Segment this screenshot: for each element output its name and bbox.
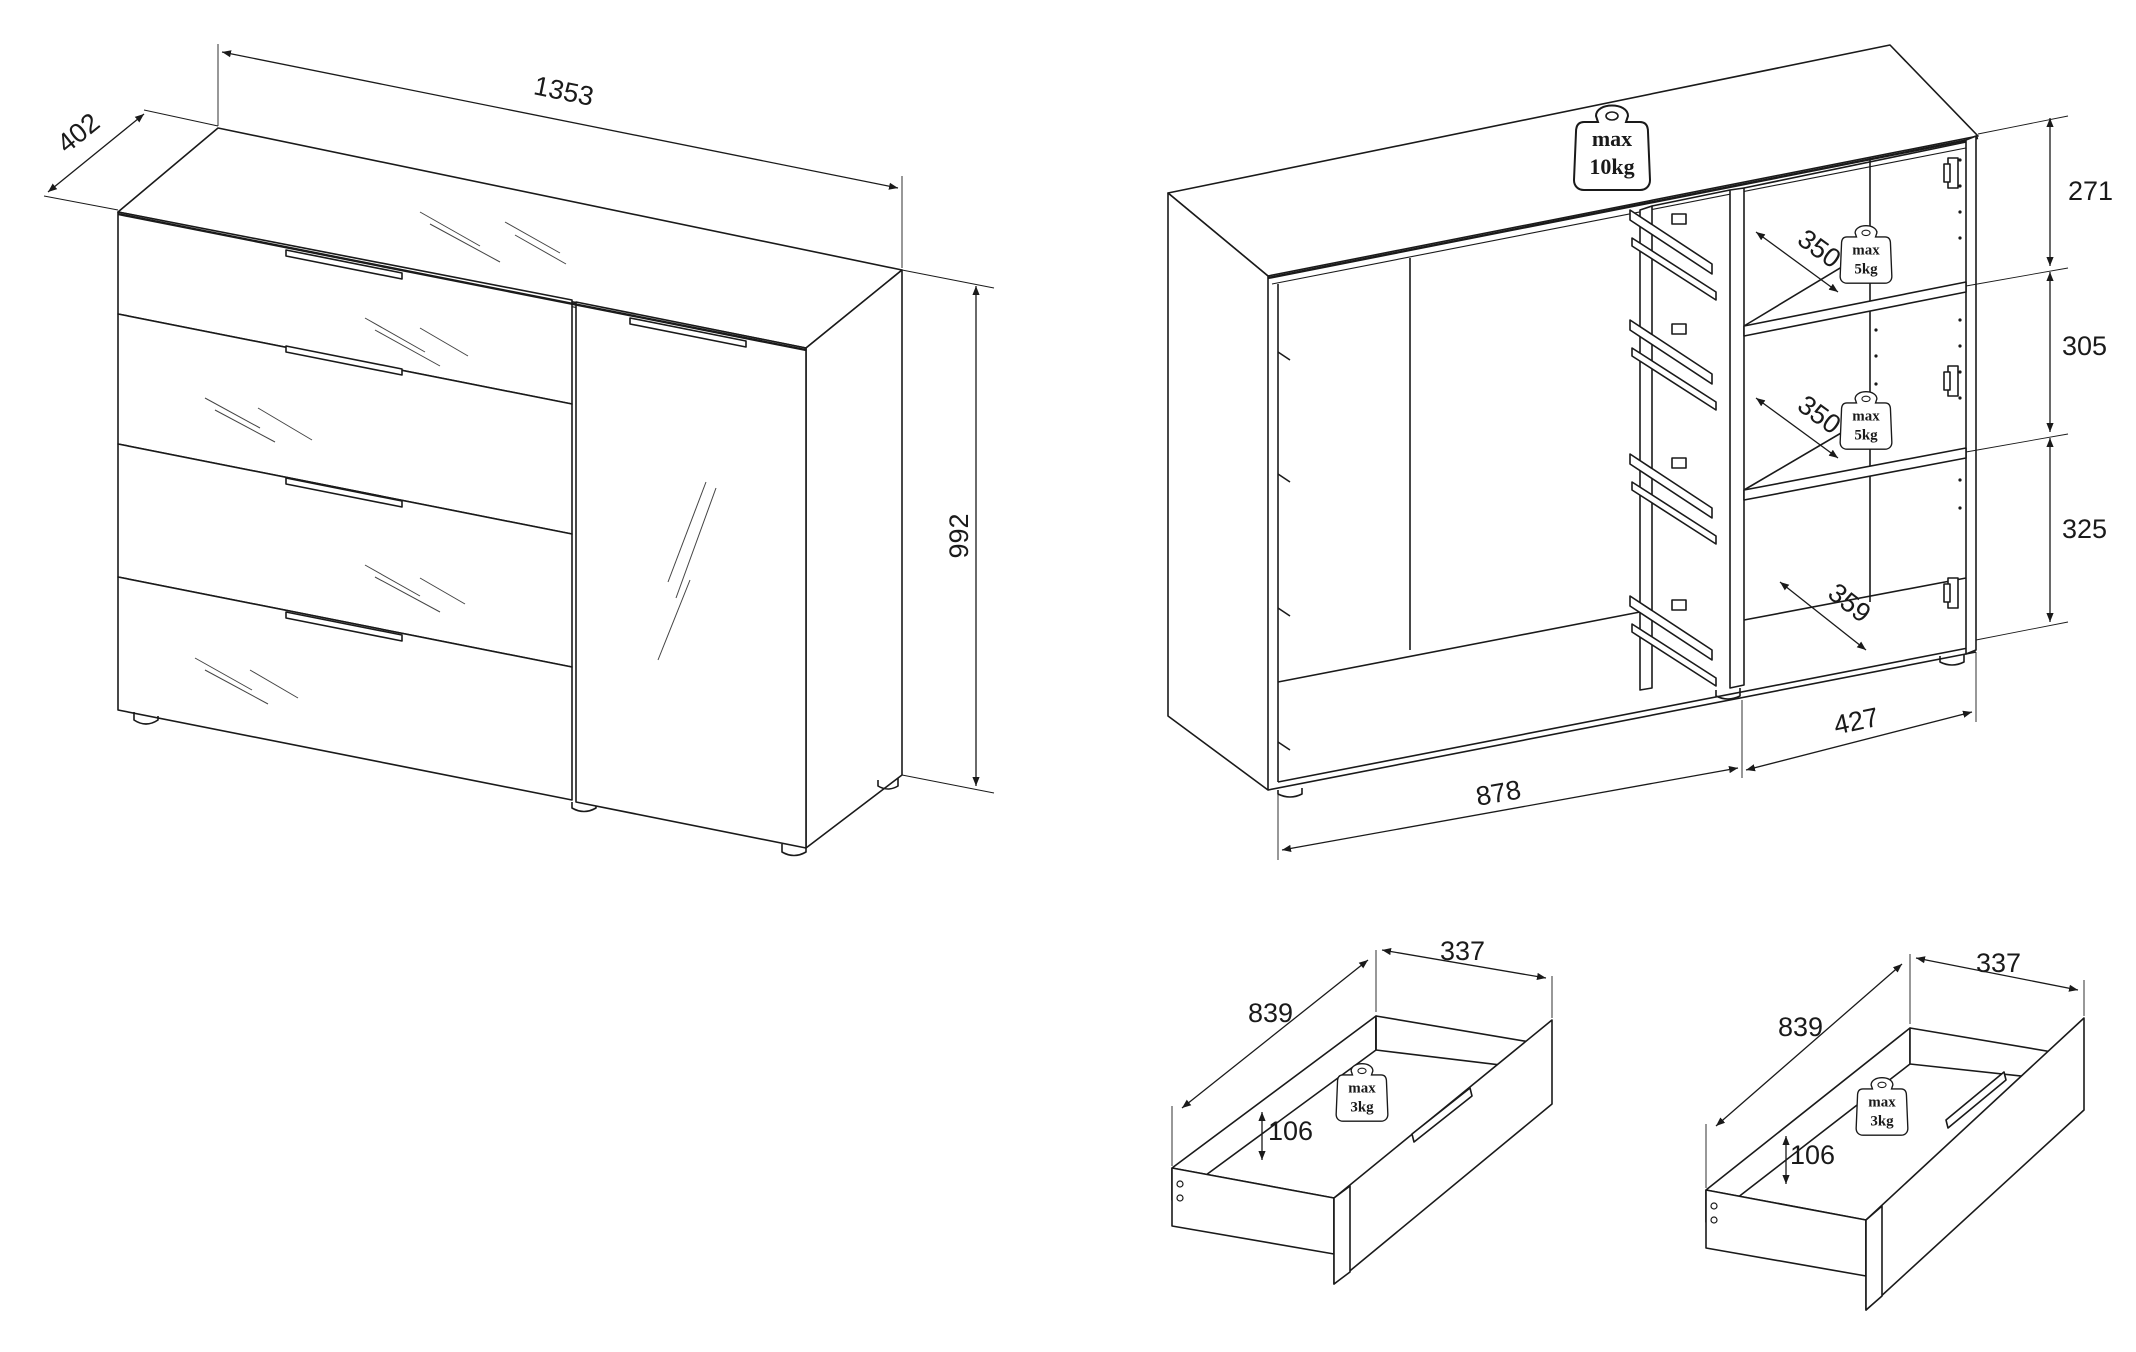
drawer-front-4 xyxy=(117,576,573,801)
load-icon-shelf-lower: max 5kg xyxy=(1839,391,1893,450)
svg-text:max: max xyxy=(1852,243,1880,259)
drawer-1-height: 106 xyxy=(1268,1116,1313,1146)
drawer-1-front xyxy=(1333,1019,1553,1285)
svg-text:3kg: 3kg xyxy=(1870,1114,1894,1130)
svg-text:3kg: 3kg xyxy=(1350,1100,1374,1116)
drawer-detail-2: 839 337 106 max 3kg xyxy=(1705,948,2085,1311)
left-side-panel xyxy=(1167,192,1269,791)
divider-panel xyxy=(1639,205,1653,691)
right-side-panel xyxy=(1965,135,1977,655)
cabinet-section-width: 427 xyxy=(1831,702,1881,741)
width-dimension: 1353 xyxy=(531,71,596,112)
sideboard-right-side xyxy=(805,269,903,849)
svg-text:10kg: 10kg xyxy=(1589,154,1634,179)
carcass-foot xyxy=(1277,788,1303,798)
drawer-1-side xyxy=(1171,1167,1335,1255)
drawer-section-width: 878 xyxy=(1474,774,1524,811)
drawer-runners xyxy=(1277,209,1717,751)
load-icon-drawer-1: max 3kg xyxy=(1335,1063,1389,1122)
drawer-1-depth: 839 xyxy=(1248,998,1293,1028)
shelf-upper xyxy=(1743,281,1967,337)
shelf-depth-bottom: 359 xyxy=(1823,577,1877,628)
shelf-lower xyxy=(1743,447,1967,501)
open-carcass-view: 878 427 271 305 325 350 350 359 max 10kg… xyxy=(1167,44,2113,860)
glass-reflections xyxy=(194,211,717,705)
shelf-height-top: 271 xyxy=(2068,176,2113,206)
door-front xyxy=(575,301,807,849)
feet xyxy=(133,712,899,857)
drawer-2-depth: 839 xyxy=(1778,1012,1823,1042)
hinges xyxy=(1943,157,1959,609)
drawer-1-handle xyxy=(1411,1087,1473,1143)
shelf-height-middle: 305 xyxy=(2062,331,2107,361)
drawer-2-side xyxy=(1705,1189,1867,1277)
load-icon-top: max 10kg xyxy=(1573,104,1651,191)
svg-text:max: max xyxy=(1868,1095,1896,1111)
drawer-2-height: 106 xyxy=(1790,1140,1835,1170)
shelf-depth-lower: 350 xyxy=(1792,389,1846,440)
shelf-depth-upper: 350 xyxy=(1792,223,1846,274)
height-dimension: 992 xyxy=(944,513,974,558)
drawer-2-width: 337 xyxy=(1976,948,2021,978)
shelf-height-bottom: 325 xyxy=(2062,514,2107,544)
handles xyxy=(285,249,747,642)
svg-text:max: max xyxy=(1852,409,1880,425)
closed-sideboard-view: 1353 402 992 xyxy=(43,44,995,857)
depth-dimension: 402 xyxy=(51,107,105,159)
drawer-detail-1: 839 337 106 max 3kg xyxy=(1171,936,1553,1285)
svg-text:max: max xyxy=(1592,126,1632,151)
svg-text:max: max xyxy=(1348,1081,1376,1097)
svg-text:5kg: 5kg xyxy=(1854,262,1878,278)
drawer-1-width: 337 xyxy=(1440,936,1485,966)
load-icon-shelf-upper: max 5kg xyxy=(1839,225,1893,284)
drawer-2-handle xyxy=(1945,1071,2007,1129)
load-icon-drawer-2: max 3kg xyxy=(1855,1077,1909,1136)
svg-text:5kg: 5kg xyxy=(1854,428,1878,444)
